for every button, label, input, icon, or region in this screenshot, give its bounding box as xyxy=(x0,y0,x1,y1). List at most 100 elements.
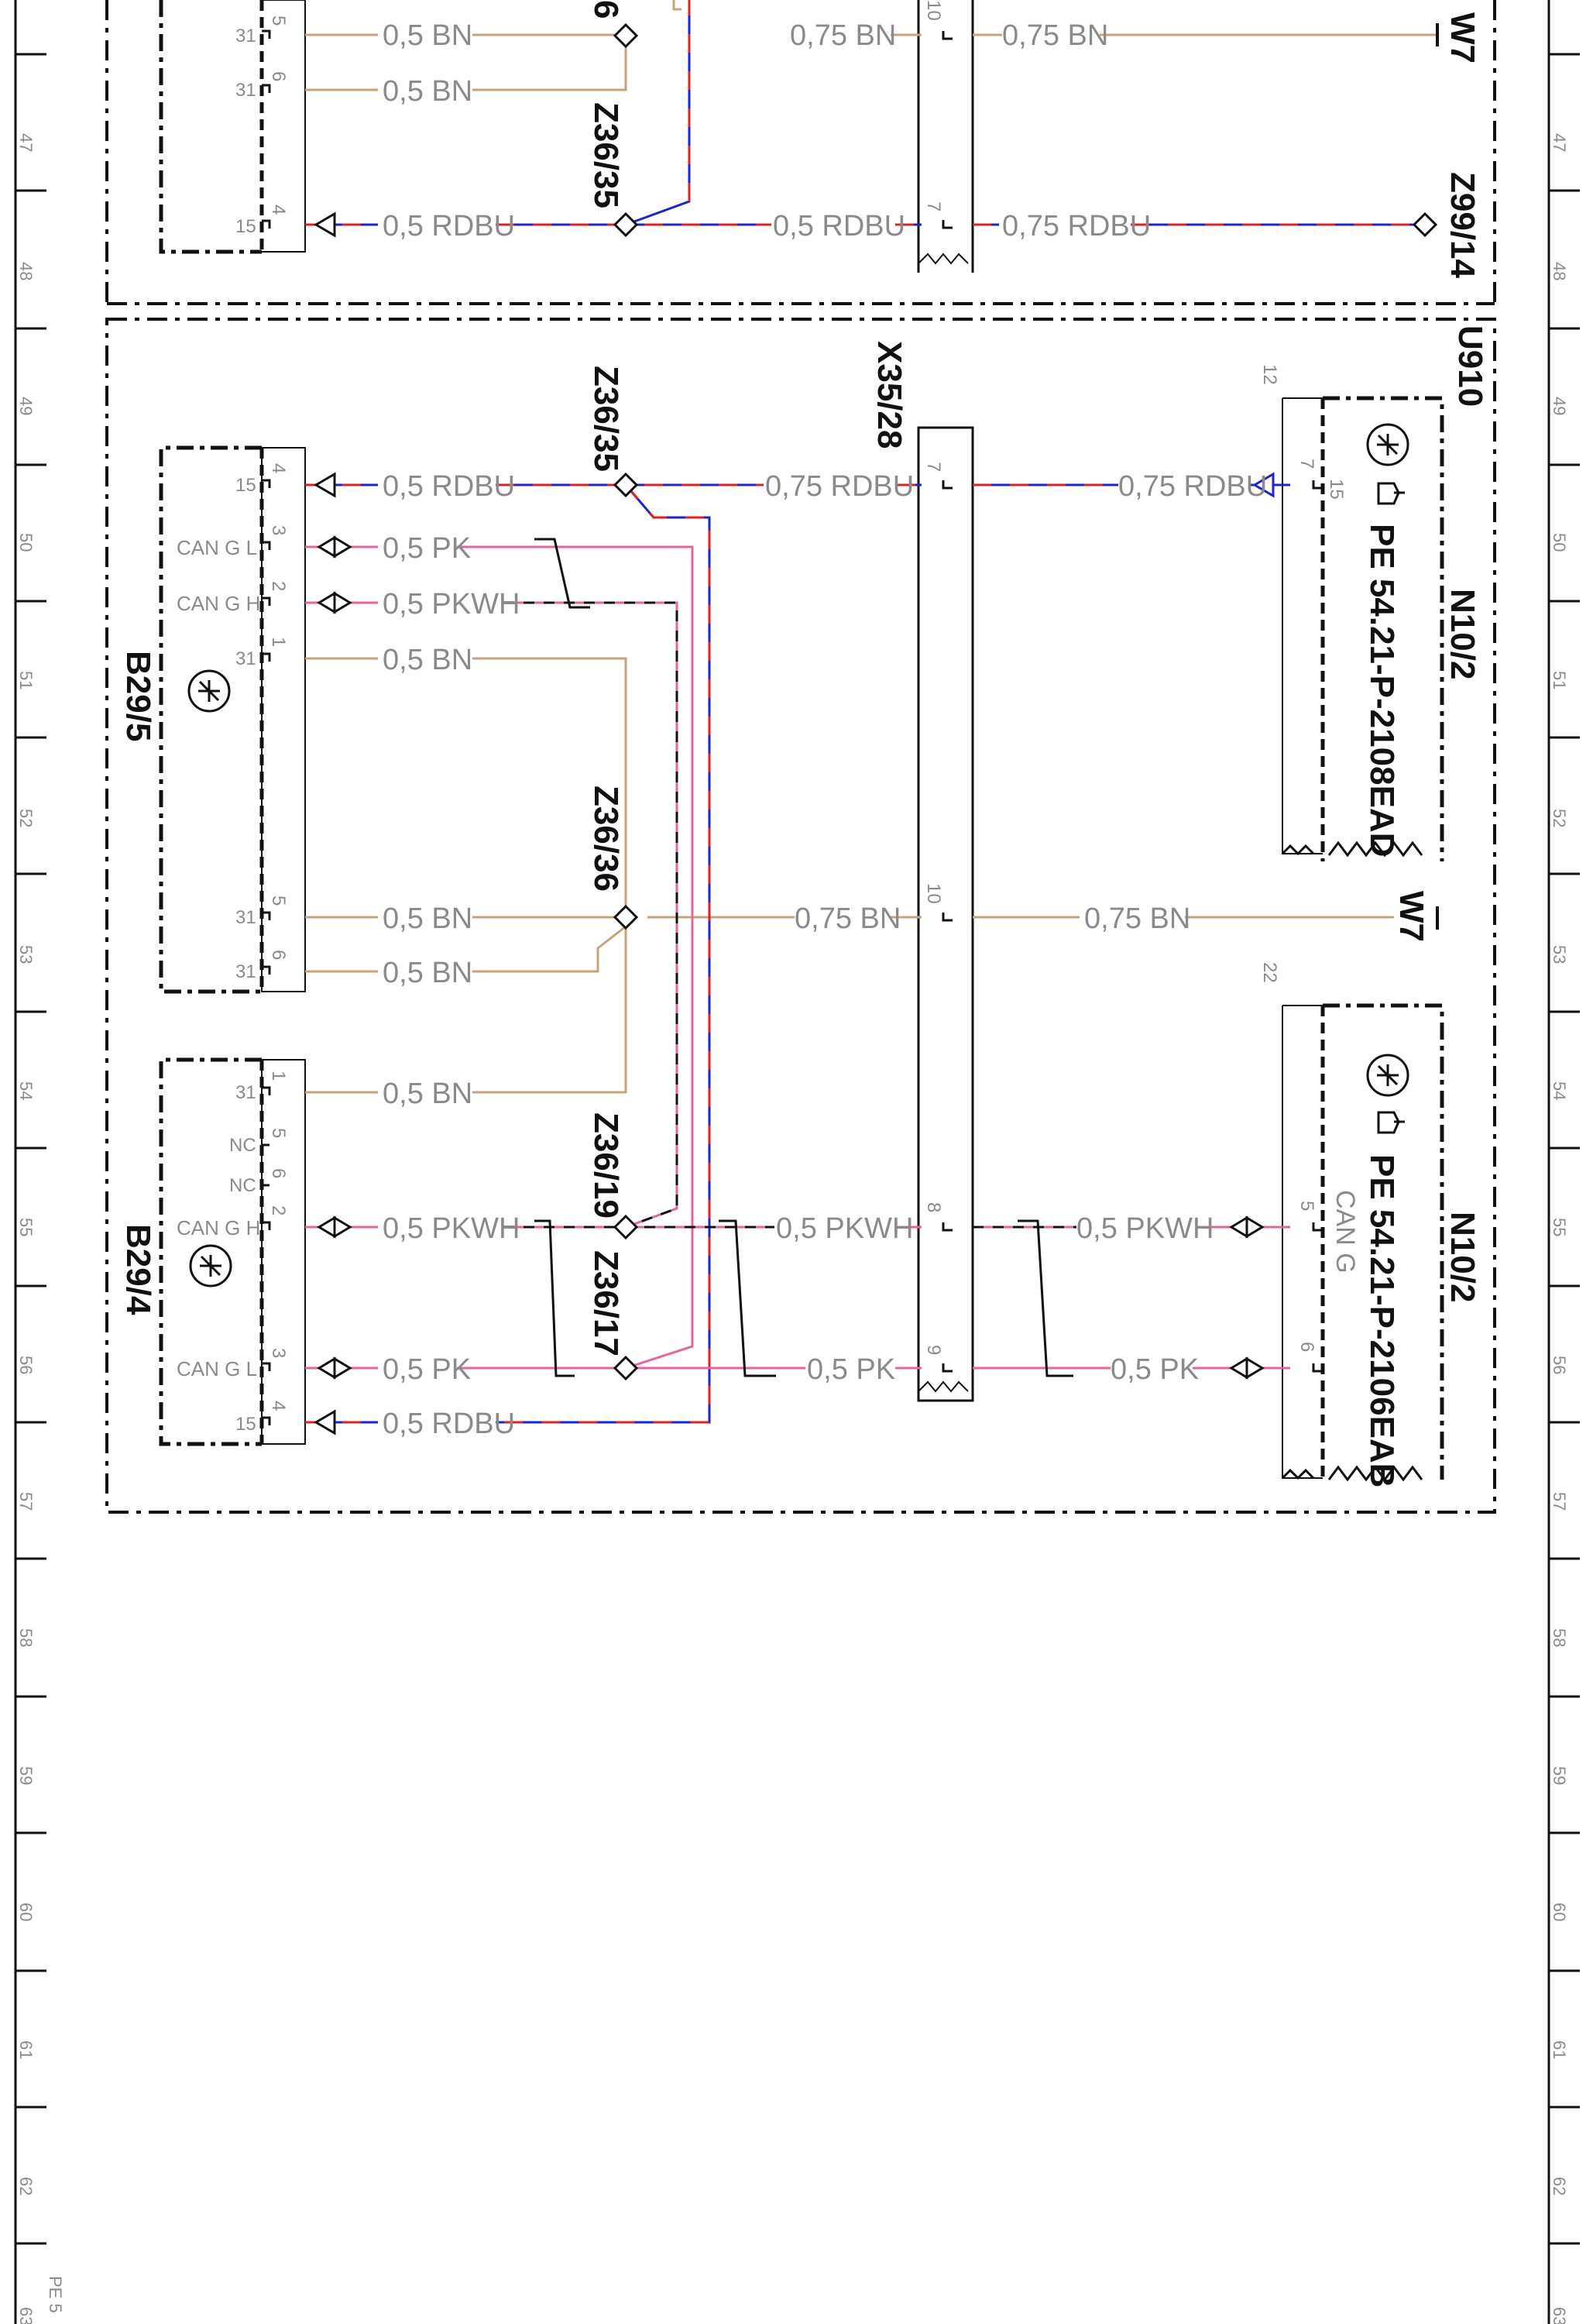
corner-page-label: PE 5 xyxy=(46,2276,65,2313)
pin-number: 2 xyxy=(268,1205,289,1215)
splice-diamonds xyxy=(613,22,1438,1381)
bus-label: CAN G xyxy=(1330,1190,1360,1274)
pin-number: 15 xyxy=(1326,479,1347,500)
ruler-number: 61 xyxy=(1550,2040,1569,2059)
wire-label: 0,5 BN xyxy=(383,644,472,676)
pin-number: 10 xyxy=(923,883,944,904)
wire-label: 0,5 PK xyxy=(383,1353,471,1386)
terminal-label: 31 xyxy=(235,80,256,101)
pin-number: 6 xyxy=(268,71,289,81)
splice-diamond xyxy=(613,472,639,498)
splice-diamond xyxy=(613,1355,639,1381)
pointing-hand-icon xyxy=(1377,482,1405,505)
terminal-label: 31 xyxy=(235,1082,256,1103)
pin-number: 9 xyxy=(923,1345,944,1355)
signal-arrows xyxy=(314,23,1439,1435)
page-ref-note: 12 xyxy=(1259,364,1280,385)
pin-number: 2 xyxy=(268,581,289,591)
splice-ref: Z36/19 xyxy=(587,1112,625,1219)
wire-label: 0,5 PK xyxy=(383,532,471,565)
ruler-number: 58 xyxy=(16,1628,36,1647)
pin-stubs xyxy=(262,29,1321,1425)
module-ref: U910 xyxy=(1451,325,1489,407)
n10-2-upper-box xyxy=(1281,396,1444,861)
pin-number: 8 xyxy=(923,1202,944,1212)
ruler-number: 50 xyxy=(16,533,36,552)
terminal-labels: 31 31 15 15 CAN G L CAN G H 31 31 31 31 … xyxy=(177,26,260,1435)
brown-wires xyxy=(305,0,1439,1094)
ruler-number: 57 xyxy=(16,1492,36,1511)
pin-number: 5 xyxy=(268,15,289,26)
transistor-icon xyxy=(187,669,231,713)
component-label: B29/4 xyxy=(119,1224,157,1315)
wire-label: 0,5 BN xyxy=(383,1078,472,1110)
ruler-number: 59 xyxy=(1550,1766,1569,1785)
wire-label: 0,5 PKWH xyxy=(383,1212,520,1245)
terminal-label: CAN G L xyxy=(177,1357,257,1380)
ruler-number: 55 xyxy=(1550,1218,1569,1236)
upper-frame xyxy=(105,0,1496,305)
ruler-number: 49 xyxy=(16,397,36,415)
top-module xyxy=(159,0,306,254)
pin-number: 6 xyxy=(268,1168,289,1178)
wire-label: 0,75 RDBU xyxy=(765,470,914,503)
wire-label: 0,75 BN xyxy=(1084,902,1190,935)
ruler-number: 56 xyxy=(1550,1356,1569,1374)
ruler-number: 56 xyxy=(16,1356,36,1374)
ruler-number: 62 xyxy=(1550,2177,1569,2195)
transistor-icon xyxy=(1366,1054,1409,1097)
splice-ref: Z36/35 xyxy=(587,366,625,472)
ruler-number: 61 xyxy=(16,2040,36,2059)
wire-label: 0,5 RDBU xyxy=(383,470,515,503)
pin-number: 4 xyxy=(268,1401,289,1411)
ruler-number: 51 xyxy=(1550,671,1569,689)
splice-ref: Z99/14 xyxy=(1444,172,1481,279)
pin-number: 10 xyxy=(923,0,944,21)
wire-labels: 0,5 BN 0,75 BN 0,75 BN 0,5 BN 0,5 RDBU 0… xyxy=(383,19,1267,1440)
pin-number: 1 xyxy=(268,637,289,647)
wire-label: 0,5 PKWH xyxy=(1076,1212,1214,1245)
pin-number: 6 xyxy=(1296,1342,1317,1352)
ruler-number: 47 xyxy=(1550,133,1569,152)
ruler-number: 54 xyxy=(1550,1081,1569,1100)
terminal-label: CAN G H xyxy=(177,592,260,615)
ruler-number: 53 xyxy=(1550,945,1569,964)
ruler-number: 53 xyxy=(16,945,36,964)
left-ruler-numbers: 47 48 49 50 51 52 53 54 55 56 57 58 59 6… xyxy=(16,133,65,2324)
wire-label: 0,5 BN xyxy=(383,902,472,935)
pin-number: 3 xyxy=(268,525,289,535)
pin-number: 5 xyxy=(1296,1201,1317,1211)
ground-ref: W7 xyxy=(1444,12,1481,64)
terminal-label: 15 xyxy=(235,216,256,237)
wire-label: 0,5 RDBU xyxy=(383,210,515,242)
terminal-label: 31 xyxy=(235,26,256,46)
wire-label: 0,75 RDBU xyxy=(1002,210,1151,242)
b29-5-module xyxy=(159,445,306,994)
wire-label: 0,5 RDBU xyxy=(773,210,905,242)
transistor-icon xyxy=(1366,423,1409,466)
splice-ref: Z36/17 xyxy=(587,1250,625,1356)
terminal-label: 31 xyxy=(235,907,256,928)
pin-number: 1 xyxy=(268,1071,289,1081)
terminal-label: 15 xyxy=(235,1414,256,1435)
n10-2-lower-box xyxy=(1281,1003,1444,1482)
component-label: B29/5 xyxy=(119,651,157,741)
pointing-hand-icon xyxy=(1377,1111,1405,1134)
terminal-label: 31 xyxy=(235,961,256,982)
pin-number: 6 xyxy=(268,950,289,960)
wire-label: 0,5 BN xyxy=(383,19,472,52)
wire-label: 0,5 BN xyxy=(383,957,472,989)
b29-4-module xyxy=(159,1057,306,1446)
pin-number: 7 xyxy=(923,201,944,211)
ruler-number: 60 xyxy=(16,1903,36,1921)
ruler-number: 57 xyxy=(1550,1492,1569,1511)
pin-number: 7 xyxy=(923,462,944,472)
component-refs: 6 Z36/35 Z99/14 W7 U910 X35/28 Z36/35 Z3… xyxy=(119,0,1489,1487)
right-ruler xyxy=(1547,0,1580,2324)
ruler-number: 52 xyxy=(1550,809,1569,827)
terminal-label: 15 xyxy=(235,475,256,496)
ruler-number: 62 xyxy=(16,2177,36,2195)
ruler-number: 63 xyxy=(16,2307,36,2324)
splice-diamond xyxy=(613,904,639,930)
